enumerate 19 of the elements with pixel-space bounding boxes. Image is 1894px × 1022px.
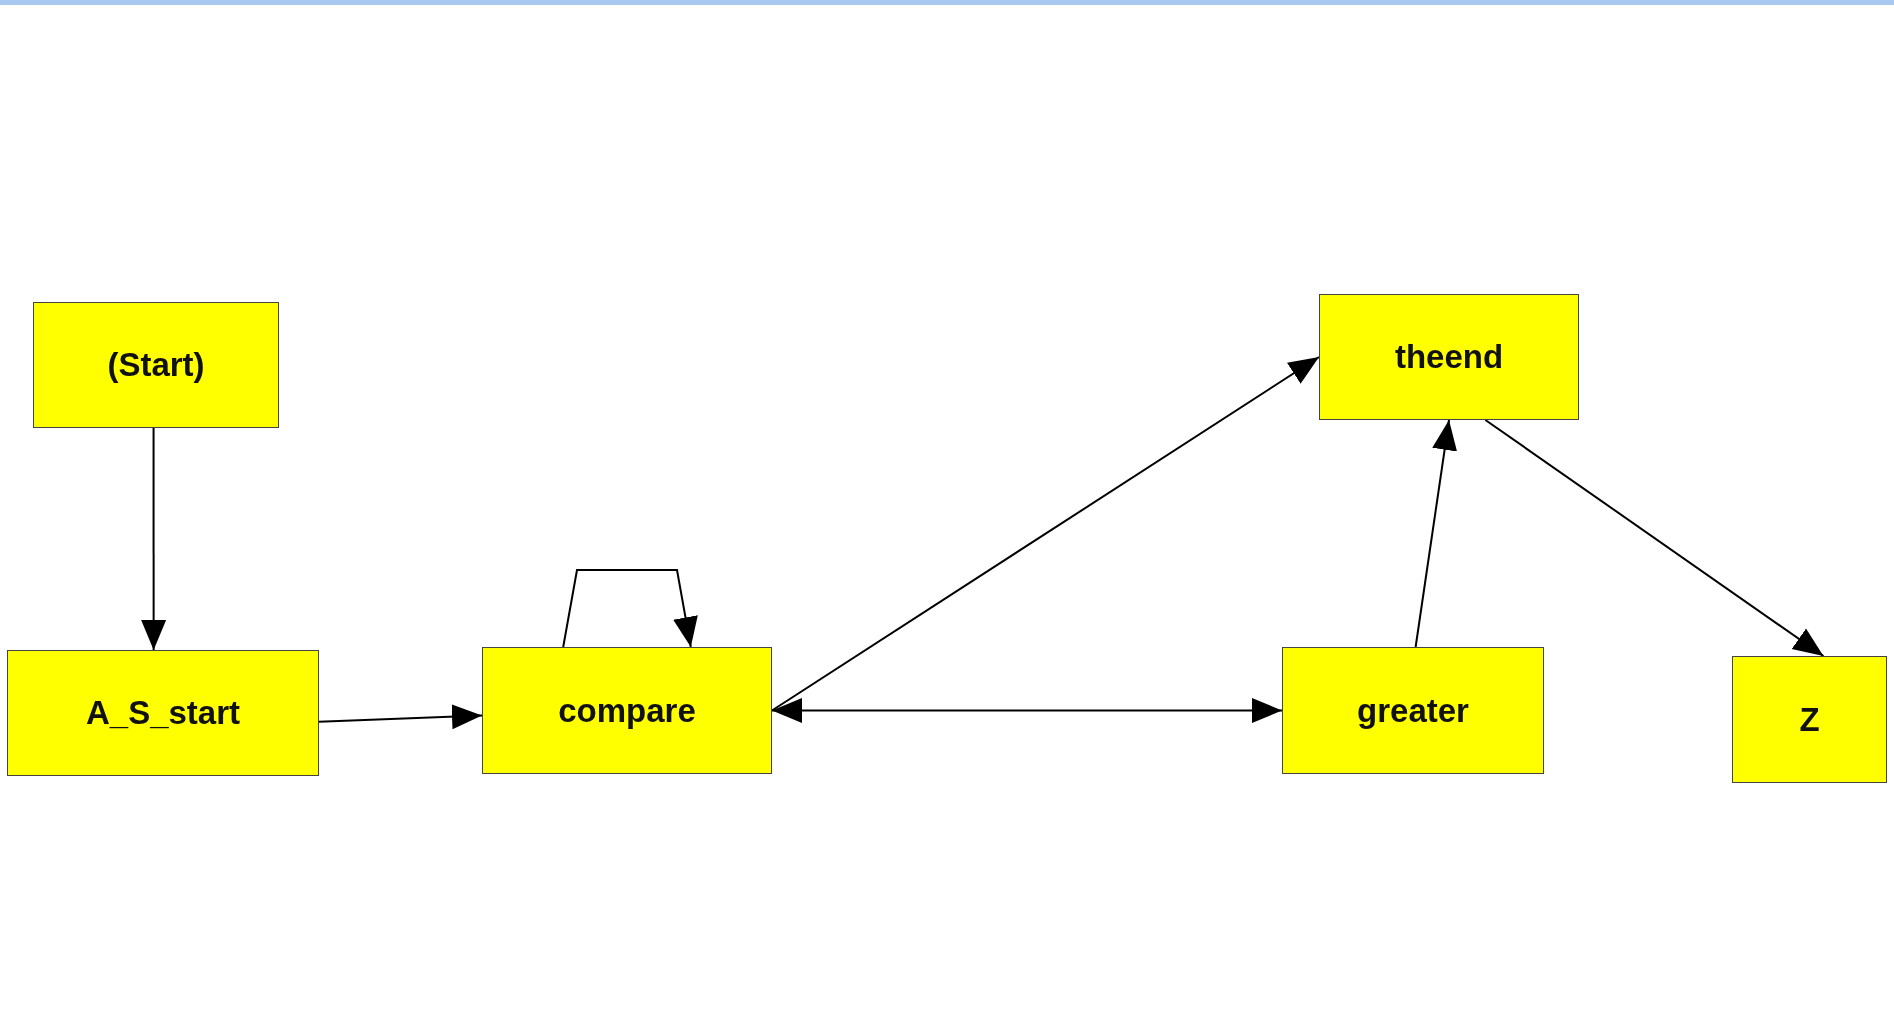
arrow <box>562 569 698 648</box>
node-label: Z <box>1799 700 1820 739</box>
node-label: theend <box>1394 338 1504 376</box>
node-label: A_S_start <box>85 694 241 732</box>
process-box <box>1732 656 1887 783</box>
arrow <box>771 698 1283 723</box>
node-label: compare <box>558 691 696 730</box>
process-box <box>7 650 319 776</box>
arrow <box>318 704 483 730</box>
process-box <box>482 647 772 774</box>
arrow <box>141 427 167 651</box>
arrow <box>1414 419 1457 648</box>
arrow <box>1484 419 1825 657</box>
process-box <box>33 302 279 428</box>
arrow <box>771 356 1320 712</box>
node-label: (Start) <box>107 346 205 384</box>
process-box <box>1319 294 1579 420</box>
node-label: greater <box>1357 691 1469 730</box>
process-box <box>1282 647 1544 774</box>
